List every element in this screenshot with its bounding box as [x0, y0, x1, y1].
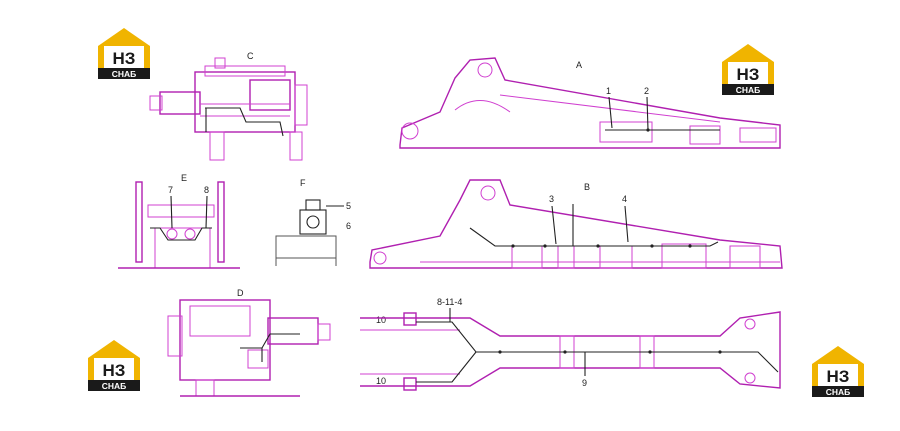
view-d-title: D	[237, 288, 244, 298]
logo-letters: НЗ	[103, 361, 126, 380]
logo-letters: НЗ	[113, 49, 136, 68]
view-frame-plan: 8-11-4 10 10 9	[360, 297, 781, 391]
callout-10-lower: 10	[376, 376, 386, 386]
view-b-boom: B 3 4	[369, 179, 783, 269]
view-c-title: C	[247, 51, 254, 61]
view-f-title: F	[300, 178, 306, 188]
view-b-title: B	[584, 182, 590, 192]
view-e-frame: E 7 8	[118, 173, 240, 269]
logo-top-left: НЗ СНАБ	[98, 28, 150, 79]
view-a-boom: A 1 2	[399, 57, 781, 149]
logo-caption: СНАБ	[102, 381, 127, 391]
view-c-engine: C	[149, 51, 308, 161]
view-f-battery: F 5 6	[275, 178, 351, 266]
callout-8: 8	[204, 185, 209, 195]
logo-top-right: НЗ СНАБ	[722, 44, 774, 95]
logo-bottom-left: НЗ СНАБ	[88, 340, 140, 391]
view-e-title: E	[181, 173, 187, 183]
logo-bottom-right: НЗ СНАБ	[812, 346, 864, 397]
logo-caption: СНАБ	[736, 85, 761, 95]
view-d-engine: D	[167, 288, 331, 397]
callout-5: 5	[346, 201, 351, 211]
callout-3: 3	[549, 194, 554, 204]
logo-caption: СНАБ	[112, 69, 137, 79]
callout-4: 4	[622, 194, 627, 204]
view-a-title: A	[576, 60, 582, 70]
callout-7: 7	[168, 185, 173, 195]
callout-1: 1	[606, 86, 611, 96]
callout-8-11-4: 8-11-4	[437, 297, 462, 307]
callout-9: 9	[582, 378, 587, 388]
callout-10-upper: 10	[376, 315, 386, 325]
logo-letters: НЗ	[827, 367, 850, 386]
logo-letters: НЗ	[737, 65, 760, 84]
callout-2: 2	[644, 86, 649, 96]
logo-caption: СНАБ	[826, 387, 851, 397]
callout-6: 6	[346, 221, 351, 231]
